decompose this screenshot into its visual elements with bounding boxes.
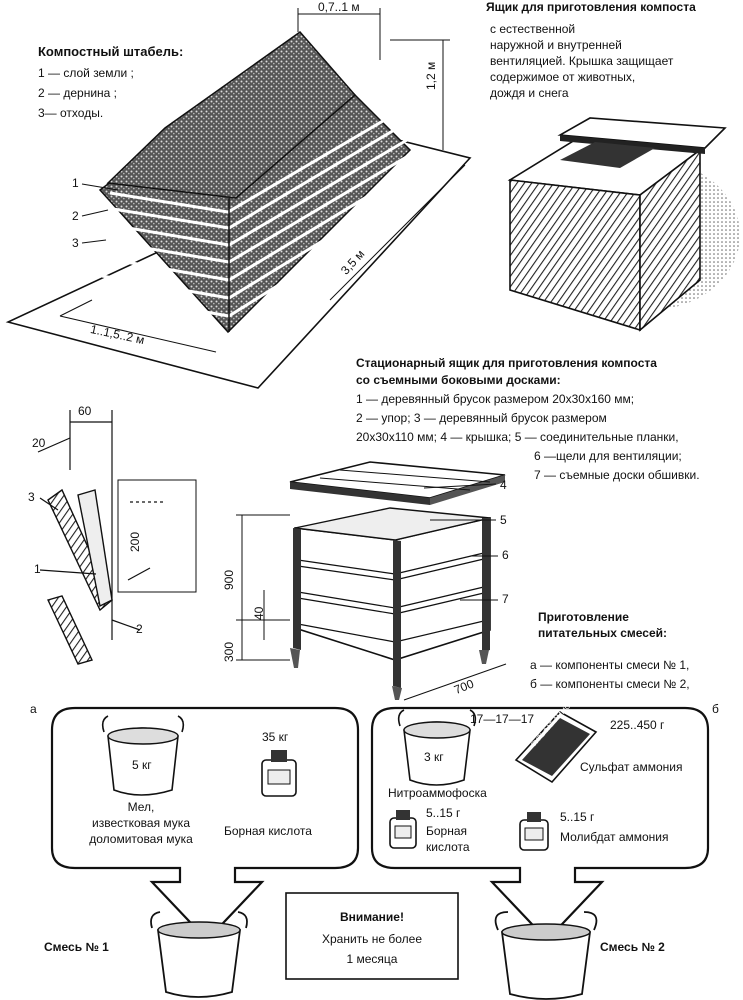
- npk-label: Нитроаммофоска: [388, 786, 487, 800]
- vent-box-title: Ящик для приготовления компоста: [486, 0, 696, 14]
- mix-label-b: б: [712, 702, 719, 716]
- vent-box-line-3: вентиляцией. Крышка защищает: [490, 54, 674, 68]
- mixes-legend-a: а — компоненты смеси № 1,: [530, 658, 690, 672]
- box-num-4: 4: [500, 478, 507, 492]
- detail-dim-60: 60: [78, 404, 92, 418]
- detail-num-3: 3: [28, 490, 35, 504]
- heap-legend-3: 3— отходы.: [38, 106, 104, 120]
- molyb-weight: 5..15 г: [560, 810, 595, 824]
- stationary-line-1: 1 — деревянный брусок размером 20х30х160…: [356, 392, 635, 406]
- chalk-text-3: доломитовая мука: [89, 832, 193, 846]
- boric-weight-2: 5..15 г: [426, 806, 461, 820]
- stationary-compost-box: [236, 461, 507, 701]
- detail-drawing: [37, 410, 197, 665]
- heap-title: Компостный штабель:: [38, 44, 184, 59]
- warning-line-2: 1 месяца: [346, 952, 398, 966]
- detail-num-2: 2: [136, 622, 143, 636]
- boric-acid-weight-2: [389, 810, 417, 849]
- warning-line-1: Хранить не более: [321, 932, 423, 946]
- mix-1-bucket: [150, 911, 248, 998]
- compost-heap-layers: [98, 30, 412, 334]
- warning-title: Внимание!: [340, 910, 404, 924]
- box-num-6: 6: [502, 548, 509, 562]
- heap-dim-top: 0,7..1 м: [318, 0, 360, 14]
- boric-label-2b: кислота: [426, 840, 470, 854]
- vent-box-line-1: с естественной: [490, 22, 576, 36]
- heap-dim-height: 1,2 м: [424, 61, 438, 90]
- dim-900: 900: [222, 569, 236, 590]
- box-num-7: 7: [502, 592, 509, 606]
- ventilated-compost-box: [507, 117, 740, 332]
- box-num-5: 5: [500, 513, 507, 527]
- stationary-line-5: 7 — съемные доски обшивки.: [534, 468, 700, 482]
- heap-num-3: 3: [72, 236, 79, 250]
- sulfate-label: Сульфат аммония: [580, 760, 683, 774]
- vent-box-line-2: наружной и внутренней: [490, 38, 622, 52]
- vent-box-line-4: содержимое от животных,: [490, 70, 636, 84]
- npk-ratio: 17—17—17: [470, 712, 535, 726]
- mixes-title-2: питательных смесей:: [538, 626, 668, 640]
- molyb-label: Молибдат аммония: [560, 830, 669, 844]
- heap-dimension-lines: [59, 8, 466, 353]
- dim-300: 300: [222, 641, 236, 662]
- heap-num-2: 2: [72, 209, 79, 223]
- chalk-bucket-label: 5 кг: [132, 758, 152, 772]
- mixes-title: Приготовление: [538, 610, 629, 624]
- chalk-text-2: известковая мука: [92, 816, 190, 830]
- boric-acid-weight-1: [261, 750, 297, 797]
- molybdate-weight: [519, 812, 549, 851]
- npk-bucket: [397, 709, 477, 786]
- stationary-line-3: 20х30х110 мм; 4 — крышка; 5 — соединител…: [356, 430, 679, 444]
- mixes-legend-b: б — компоненты смеси № 2,: [530, 677, 690, 691]
- ammonium-sulfate-bag: [514, 710, 598, 784]
- vent-box-line-5: дождя и снега: [490, 86, 569, 100]
- stationary-line-4: 6 —щели для вентиляции;: [534, 449, 682, 463]
- dim-40: 40: [252, 606, 266, 620]
- heap-num-1: 1: [72, 176, 79, 190]
- heap-legend-1: 1 — слой земли ;: [38, 66, 134, 80]
- sulfate-weight: 225..450 г: [610, 718, 665, 732]
- stationary-title: Стационарный ящик для приготовления комп…: [356, 356, 657, 370]
- chalk-bucket: [101, 715, 185, 796]
- detail-dim-200: 200: [128, 531, 142, 552]
- warning-box-frame: [285, 892, 459, 980]
- chalk-text-1: Мел,: [127, 800, 155, 814]
- detail-dim-20: 20: [32, 436, 46, 450]
- stationary-line-2: 2 — упор; 3 — деревянный брусок размером: [356, 411, 607, 425]
- mix-2-bucket: [494, 911, 598, 1000]
- heap-number-pointers: [81, 183, 119, 244]
- boric-label-1: Борная кислота: [224, 824, 312, 838]
- heap-legend-2: 2 — дернина ;: [38, 86, 117, 100]
- npk-bucket-label: 3 кг: [424, 750, 444, 764]
- mix-1-name: Смесь № 1: [44, 940, 109, 954]
- mix-label-a: а: [30, 702, 37, 716]
- boric-label-2a: Борная: [426, 824, 468, 838]
- mix-2-name: Смесь № 2: [600, 940, 665, 954]
- stationary-title-2: со съемными боковыми досками:: [356, 373, 561, 387]
- boric-weight-1: 35 кг: [262, 730, 289, 744]
- detail-num-1: 1: [34, 562, 41, 576]
